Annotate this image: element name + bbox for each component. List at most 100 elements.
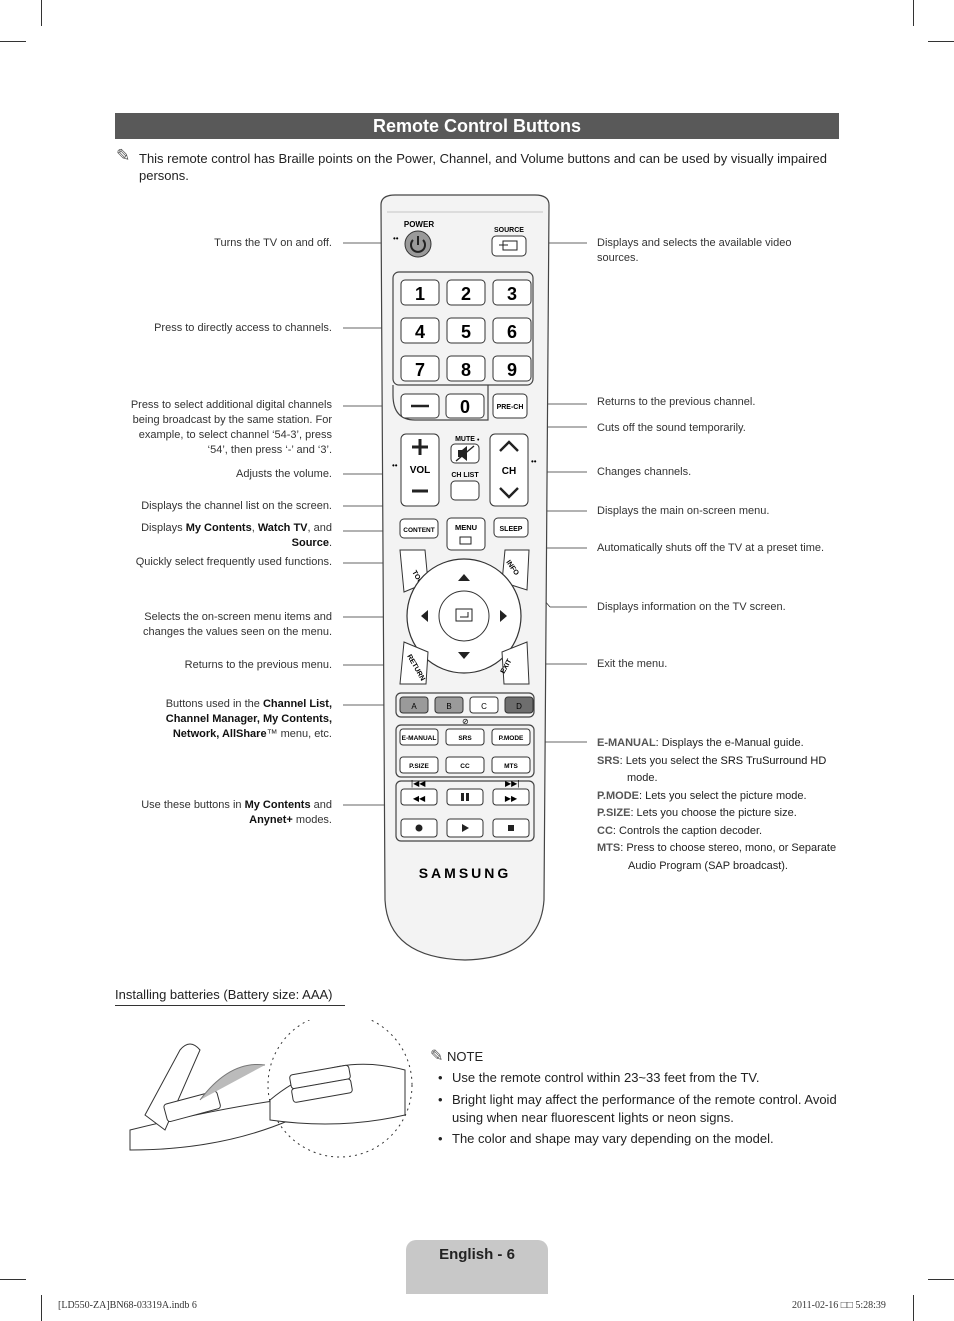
mute-label: MUTE [455,436,475,443]
svg-text:6: 6 [507,322,517,342]
svg-text:VOL: VOL [410,465,431,476]
dash-button[interactable] [400,393,440,419]
svg-text:CH: CH [502,466,516,477]
vol-rocker[interactable]: VOL [400,433,440,507]
label-power: Turns the TV on and off. [214,237,332,249]
color-key-d[interactable]: D [504,696,534,714]
key-0[interactable]: 0 [445,393,485,419]
footer-file: [LD550-ZA]BN68-03319A.indb 6 [58,1300,197,1311]
return-button[interactable]: RETURN [399,641,429,685]
power-label: POWER [404,220,434,229]
svg-text:SLEEP: SLEEP [500,526,523,533]
function-item: SRS: Lets you select the SRS TruSurround… [597,754,827,767]
nav-pad[interactable] [406,558,522,674]
function-list: E-MANUAL: Displays the e-Manual guide. S… [597,735,847,875]
crop-mark [928,1279,954,1280]
braille-dots: •• [531,457,537,466]
link-icon: ⊘ [462,717,469,726]
p-size-button[interactable]: P.SIZE [399,756,439,774]
label-nav: Selects the on-screen menu items and cha… [143,611,332,638]
svg-text:SRS: SRS [458,735,472,742]
key-5[interactable]: 5 [446,317,486,344]
label-tools: Quickly select frequently used functions… [135,556,332,568]
play-button[interactable] [446,818,484,838]
power-button[interactable] [404,230,432,258]
mts-button[interactable]: MTS [491,756,531,774]
function-item: Audio Program (SAP broadcast). [628,859,788,872]
svg-text:P.SIZE: P.SIZE [409,763,429,770]
svg-text:MENU: MENU [455,523,477,532]
srs-button[interactable]: SRS [445,728,485,746]
record-button[interactable] [400,818,438,838]
svg-text:P.MODE: P.MODE [499,735,524,742]
cc-button[interactable]: CC [445,756,485,774]
intro-text: This remote control has Braille points o… [139,151,827,183]
ch-rocker[interactable]: CH [489,433,529,507]
key-1[interactable]: 1 [400,279,440,306]
key-8[interactable]: 8 [446,355,486,382]
label-content: Displays My Contents, Watch TV, and Sour… [141,522,332,549]
note-pencil-icon: ✎ [116,146,131,165]
note-item: The color and shape may vary depending o… [438,1130,842,1148]
key-3[interactable]: 3 [492,279,532,306]
crop-mark [41,0,42,26]
braille-dots: • [477,437,480,444]
key-4[interactable]: 4 [400,317,440,344]
samsung-logo: SAMSUNG [419,865,512,881]
note-pencil-icon: ✎ [430,1048,444,1065]
svg-text:PRE-CH: PRE-CH [497,404,524,411]
key-2[interactable]: 2 [446,279,486,306]
next-track-icon: ▶▶| [505,779,519,788]
battery-title: Installing batteries (Battery size: AAA) [115,987,345,1006]
stop-button[interactable] [492,818,530,838]
label-sleep: Automatically shuts off the TV at a pres… [597,542,825,554]
color-key-a[interactable]: A [399,696,429,714]
svg-text:◀◀: ◀◀ [413,794,426,803]
note-item: Use the remote control within 23~33 feet… [438,1069,842,1087]
color-key-b[interactable]: B [434,696,464,714]
svg-text:2: 2 [461,284,471,304]
color-keys: A B C D [399,696,534,714]
svg-text:MTS: MTS [504,763,518,770]
battery-illustration [129,1020,413,1158]
crop-mark [0,41,26,42]
sleep-button[interactable]: SLEEP [493,517,529,538]
key-9[interactable]: 9 [492,355,532,382]
braille-dots: •• [393,234,399,243]
mute-icon [455,445,475,462]
svg-text:CONTENT: CONTENT [403,527,434,534]
note-item: Bright light may affect the performance … [438,1091,842,1127]
function-item: P.SIZE: Lets you choose the picture size… [597,807,797,819]
forward-button[interactable]: ▶▶ [492,788,530,806]
function-item: E-MANUAL: Displays the e-Manual guide. [597,737,804,749]
svg-text:D: D [516,702,522,711]
label-return: Returns to the previous menu. [184,659,332,671]
exit-button[interactable]: EXIT [500,641,530,685]
prech-button[interactable]: PRE-CH [492,393,528,419]
e-manual-button[interactable]: E-MANUAL [399,728,439,746]
page-number-tab: English - 6 [406,1240,548,1294]
svg-text:B: B [446,702,451,711]
key-7[interactable]: 7 [400,355,440,382]
content-button[interactable]: CONTENT [399,518,439,539]
chlist-label: CH LIST [451,472,479,479]
menu-button[interactable]: MENU [446,517,486,551]
mute-button[interactable] [450,443,480,464]
label-numbers: Press to directly access to channels. [154,322,332,334]
svg-text:3: 3 [507,284,517,304]
chlist-button[interactable] [450,480,480,501]
rewind-button[interactable]: ◀◀ [400,788,438,806]
enter-icon [455,608,473,622]
key-6[interactable]: 6 [492,317,532,344]
footer-date: 2011-02-16 □□ 5:28:39 [792,1300,886,1311]
page-title: Remote Control Buttons [115,113,839,139]
source-button[interactable] [491,235,527,257]
svg-text:▶▶: ▶▶ [505,794,518,803]
function-item: mode. [627,772,658,784]
label-media: Use these buttons in My Contents and Any… [141,799,332,826]
pause-button[interactable] [446,788,484,806]
p-mode-button[interactable]: P.MODE [491,728,531,746]
function-item: CC: Controls the caption decoder. [597,824,763,837]
color-key-c[interactable]: C [469,696,499,714]
